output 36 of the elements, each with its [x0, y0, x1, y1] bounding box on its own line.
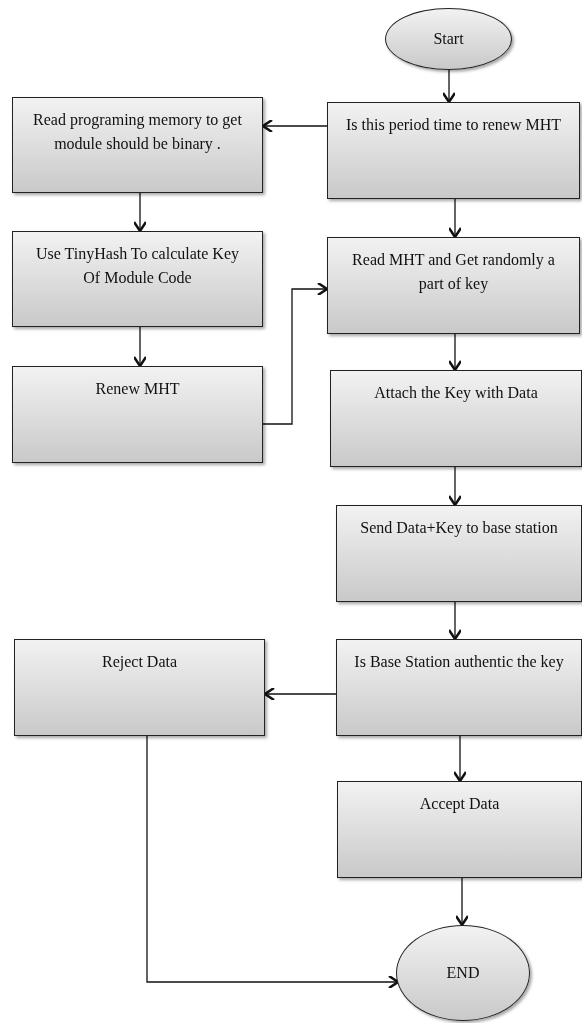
node-text: Attach the Key with Data: [374, 383, 538, 404]
process-box: [330, 370, 582, 467]
arrow: [146, 735, 400, 990]
arrow: [447, 198, 463, 239]
process-box: [327, 237, 580, 334]
process-box: [337, 781, 582, 878]
node-text: Reject Data: [101, 652, 178, 673]
arrow: [262, 281, 329, 425]
process-box: [327, 102, 580, 199]
node-text: Read MHT and Get randomly a part of key: [351, 250, 556, 295]
arrow: [132, 326, 148, 368]
arrow: [452, 735, 468, 783]
arrow: [441, 69, 457, 104]
node-text: Accept Data: [419, 794, 500, 815]
arrow: [447, 466, 463, 507]
process-box: [12, 97, 263, 193]
arrow: [447, 333, 463, 372]
arrow: [132, 192, 148, 233]
process-box: [12, 366, 263, 463]
arrow: [263, 686, 337, 702]
arrow: [447, 601, 463, 641]
node-text: Send Data+Key to base station: [360, 518, 558, 539]
process-box: [14, 639, 265, 736]
process-box: [12, 231, 263, 327]
node-text: Renew MHT: [95, 379, 180, 399]
arrow: [261, 118, 328, 134]
arrow: [454, 877, 470, 927]
node-text: Start: [433, 29, 464, 49]
node-text: Is Base Station authentic the key: [354, 652, 564, 673]
terminal-ellipse: [385, 8, 512, 70]
node-text: Is this period time to renew MHT: [345, 115, 562, 136]
node-text: Read programing memory to get module should be binary .: [32, 110, 243, 155]
process-box: [336, 505, 582, 602]
node-text: END: [446, 963, 480, 983]
process-box: [336, 639, 582, 736]
node-text: Use TinyHash To calculate Key Of Module Code: [35, 244, 240, 288]
